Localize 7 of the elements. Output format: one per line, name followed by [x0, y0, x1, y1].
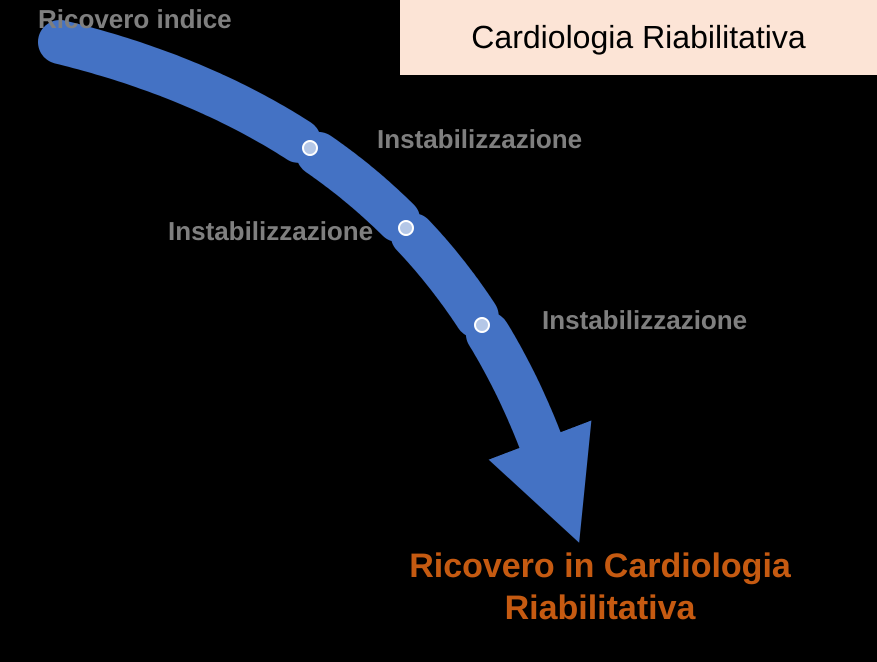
- destination-label: Ricovero in Cardiologia Riabilitativa: [370, 545, 830, 629]
- event-label: Instabilizzazione: [377, 124, 582, 155]
- curved-arrow: [466, 312, 592, 543]
- event-label: Instabilizzazione: [542, 305, 748, 336]
- title-banner: Cardiologia Riabilitativa: [400, 0, 877, 75]
- event-label: Instabilizzazione: [168, 216, 374, 247]
- start-label: Ricovero indice: [38, 4, 278, 35]
